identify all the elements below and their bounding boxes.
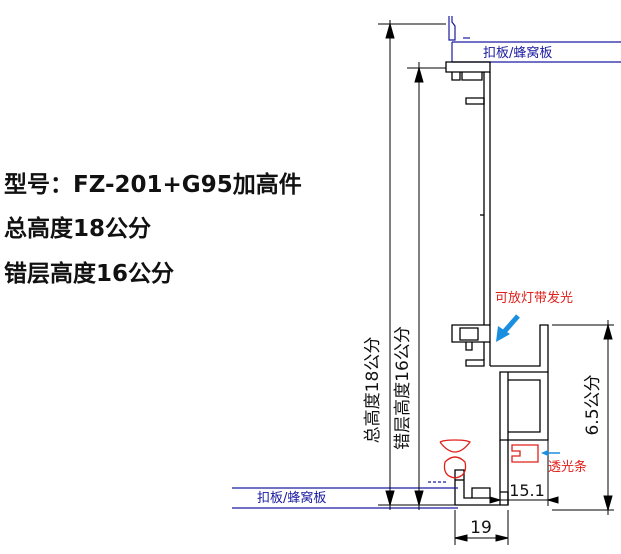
light-strip-label: 可放灯带发光 (495, 290, 573, 306)
translucent-strip-arrow (541, 450, 560, 456)
right-height-dimension (552, 320, 614, 515)
width-15-dimension (489, 440, 559, 506)
bottom-seal (439, 439, 471, 479)
bottom-panel-label: 扣板/蜂窝板 (257, 490, 326, 506)
top-panel-label: 扣板/蜂窝板 (483, 45, 552, 61)
total-height-dimension (378, 20, 455, 510)
width-19-dimension (454, 510, 509, 545)
translucent-strip-profile (511, 444, 539, 463)
right-height-dimension-text: 6.5公分 (583, 374, 603, 435)
width-15-dimension-text: 15.1 (509, 481, 545, 500)
bottom-panel (232, 481, 458, 509)
main-profile (445, 61, 549, 506)
total-height-spec: 总高度18公分 (4, 216, 152, 242)
translucent-strip-label: 透光条 (548, 459, 587, 475)
model-spec: 型号：FZ-201+G95加高件 (4, 172, 302, 198)
stagger-height-dimension (407, 62, 446, 510)
light-strip-arrow (496, 314, 520, 342)
width-19-dimension-text: 19 (470, 518, 492, 538)
top-clip (448, 16, 470, 41)
stagger-height-dimension-text: 错层高度16公分 (393, 326, 413, 450)
stagger-height-spec: 错层高度16公分 (4, 261, 175, 287)
total-height-dimension-text: 总高度18公分 (363, 337, 383, 444)
